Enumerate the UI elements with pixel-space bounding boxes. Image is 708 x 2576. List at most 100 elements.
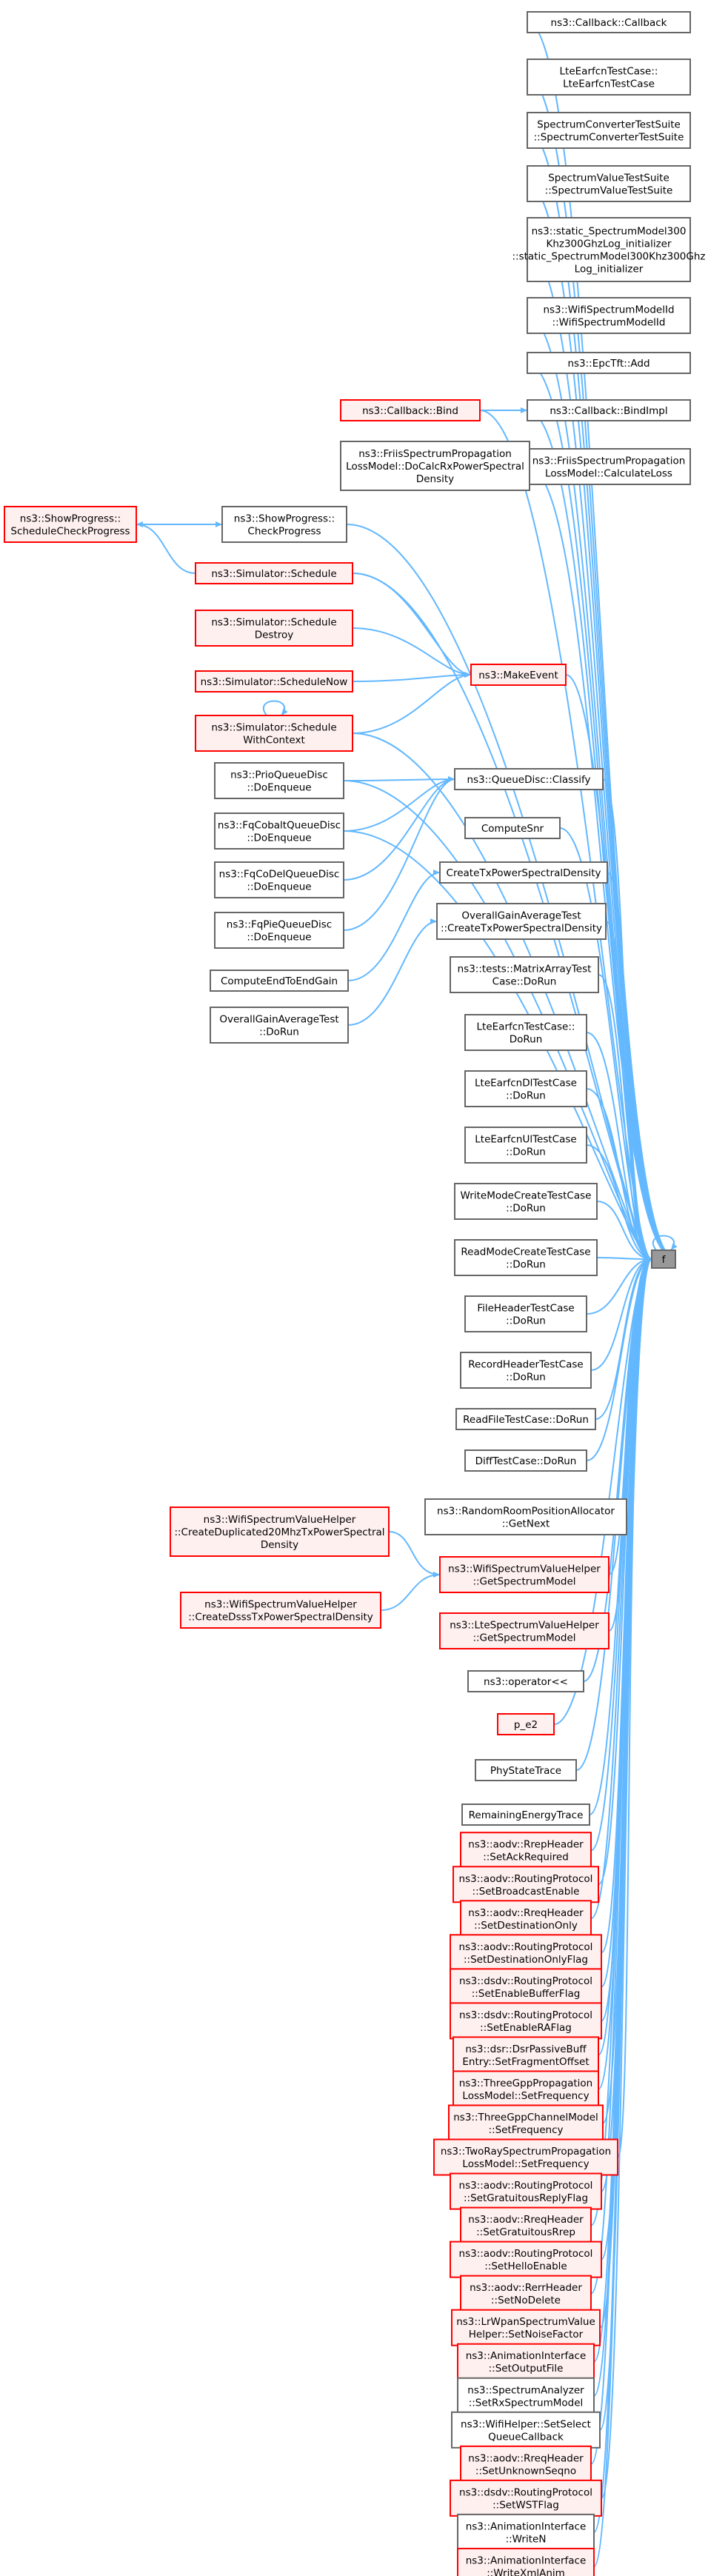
node-static_spec[interactable]: ns3::static_SpectrumModel300Khz300GhzLog… [512, 217, 706, 282]
node-aodv_rp_bcast[interactable]: ns3::aodv::RoutingProtocol::SetBroadcast… [452, 1866, 599, 1903]
node-difftest[interactable]: DiffTestCase::DoRun [464, 1449, 587, 1472]
node-box [4, 506, 137, 543]
node-friis_calc[interactable]: ns3::FriisSpectrumPropagationLossModel::… [527, 448, 691, 485]
node-randomroom[interactable]: ns3::RandomRoomPositionAllocator::GetNex… [424, 1498, 627, 1535]
node-label-line: ::DoRun [506, 1090, 546, 1102]
node-fqcobalt_deq[interactable]: ns3::FqCobaltQueueDisc::DoEnqueue [214, 812, 344, 850]
node-aodv_rp_grat[interactable]: ns3::aodv::RoutingProtocol::SetGratuitou… [450, 2172, 602, 2210]
node-label-line: ::DoRun [506, 1259, 546, 1271]
node-fqcodel_deq[interactable]: ns3::FqCoDelQueueDisc::DoEnqueue [214, 861, 344, 898]
node-qdisc_classify[interactable]: ns3::QueueDisc::Classify [454, 768, 604, 790]
node-wsvh_dsss[interactable]: ns3::WifiSpectrumValueHelper::CreateDsss… [180, 1592, 381, 1629]
node-ogat_dorun[interactable]: OverallGainAverageTest::DoRun [210, 1007, 349, 1044]
node-threegpp_chan[interactable]: ns3::ThreeGppChannelModel::SetFrequency [448, 2104, 604, 2142]
node-label-line: ns3::ShowProgress:: [234, 513, 335, 525]
edge-sim_destroy-to-makeevent [352, 627, 472, 678]
node-label-line: ns3::RandomRoomPositionAllocator [437, 1506, 615, 1518]
node-ltesvh_getspec[interactable]: ns3::LteSpectrumValueHelper::GetSpectrum… [439, 1612, 610, 1649]
node-show_check[interactable]: ns3::ShowProgress::CheckProgress [221, 506, 347, 543]
node-label-line: ns3::static_SpectrumModel300 [532, 226, 687, 238]
node-dsr_frag[interactable]: ns3::dsr::DsrPassiveBuffEntry::SetFragme… [452, 2036, 599, 2074]
node-aodv_rp_hello[interactable]: ns3::aodv::RoutingProtocol::SetHelloEnab… [450, 2240, 602, 2278]
node-aodv_rreq_dest[interactable]: ns3::aodv::RreqHeader::SetDestinationOnl… [460, 1900, 592, 1938]
node-readmode[interactable]: ReadModeCreateTestCase::DoRun [454, 1239, 598, 1276]
node-anim_xml[interactable]: ns3::AnimationInterface::WriteXmlAnim [457, 2547, 595, 2576]
node-box [527, 59, 691, 96]
node-epctft_add[interactable]: ns3::EpcTft::Add [527, 352, 691, 374]
node-dsdv_ra[interactable]: ns3::dsdv::RoutingProtocol::SetEnableRAF… [450, 2002, 602, 2040]
node-prio_deq[interactable]: ns3::PrioQueueDisc::DoEnqueue [214, 762, 344, 799]
node-label-line: ns3::Callback::Bind [362, 405, 458, 417]
node-box [497, 1713, 555, 1735]
node-anim_output[interactable]: ns3::AnimationInterface::SetOutputFile [457, 2343, 595, 2380]
node-phystate[interactable]: PhyStateTrace [475, 1759, 577, 1781]
node-p_e2[interactable]: p_e2 [497, 1713, 555, 1735]
node-dsdv_wst[interactable]: ns3::dsdv::RoutingProtocol::SetWSTFlag [450, 2479, 602, 2517]
node-box [464, 1127, 587, 1164]
node-box [448, 2104, 604, 2142]
node-fileheader[interactable]: FileHeaderTestCase::DoRun [464, 1295, 587, 1332]
node-lteearfcnul_dorun[interactable]: LteEarfcnUlTestCase::DoRun [464, 1127, 587, 1164]
node-remenergy[interactable]: RemainingEnergyTrace [461, 1803, 590, 1826]
node-box [450, 956, 599, 993]
node-friis_docalc[interactable]: ns3::FriisSpectrumPropagationLossModel::… [340, 441, 530, 491]
node-aodv_rreq_grat[interactable]: ns3::aodv::RreqHeader::SetGratuitousRrep [460, 2206, 592, 2244]
node-sim_schedule[interactable]: ns3::Simulator::Schedule [195, 562, 353, 584]
node-cb_callback[interactable]: ns3::Callback::Callback [527, 11, 691, 33]
node-fqpie_deq[interactable]: ns3::FqPieQueueDisc::DoEnqueue [214, 912, 344, 949]
node-specconv_ts[interactable]: SpectrumConverterTestSuite::SpectrumConv… [527, 112, 691, 149]
node-ogat_createtx[interactable]: OverallGainAverageTest::CreateTxPowerSpe… [436, 903, 607, 940]
node-operator_ll[interactable]: ns3::operator<< [467, 1670, 584, 1692]
node-writemode[interactable]: WriteModeCreateTestCase::DoRun [454, 1183, 598, 1220]
node-compute_e2e[interactable]: ComputeEndToEndGain [210, 970, 349, 992]
node-box [439, 1556, 610, 1593]
node-spec_analyzer[interactable]: ns3::SpectrumAnalyzer::SetRxSpectrumMode… [457, 2377, 595, 2415]
node-f[interactable]: f [651, 1249, 676, 1269]
node-lrwpan[interactable]: ns3::LrWpanSpectrumValueHelper::SetNoise… [451, 2309, 601, 2346]
node-box [457, 2343, 595, 2380]
node-specval_ts[interactable]: SpectrumValueTestSuite::SpectrumValueTes… [527, 165, 691, 202]
node-label-line: ns3::aodv::RoutingProtocol [459, 2180, 593, 2192]
node-box [210, 970, 349, 992]
node-label-line: ::SetBroadcastEnable [472, 1886, 580, 1898]
node-aodv_rerr[interactable]: ns3::aodv::RerrHeader::SetNoDelete [460, 2275, 592, 2312]
node-label-line: LossModel::SetFrequency [462, 2090, 589, 2102]
node-show_sched[interactable]: ns3::ShowProgress::ScheduleCheckProgress [4, 506, 137, 543]
node-label-line: Log_initializer [575, 264, 644, 276]
node-tworay[interactable]: ns3::TwoRaySpectrumPropagationLossModel:… [433, 2138, 618, 2176]
node-wsvh_dup20[interactable]: ns3::WifiSpectrumValueHelper::CreateDupl… [170, 1506, 390, 1557]
node-aodv_rrep_ack[interactable]: ns3::aodv::RrepHeader::SetAckRequired [460, 1832, 592, 1869]
node-lteearfcn_dorun[interactable]: LteEarfcnTestCase::DoRun [464, 1014, 587, 1051]
node-wifi_specid[interactable]: ns3::WifiSpectrumModelId::WifiSpectrumMo… [527, 297, 691, 334]
node-aodv_rp_destflag[interactable]: ns3::aodv::RoutingProtocol::SetDestinati… [450, 1934, 602, 1972]
node-box [460, 2275, 592, 2312]
node-label-line: LteEarfcnTestCase:: [477, 1021, 575, 1033]
node-cb_bind[interactable]: ns3::Callback::Bind [340, 399, 481, 421]
node-anim_writen[interactable]: ns3::AnimationInterface::WriteN [457, 2513, 595, 2551]
node-lteearfcn_tc[interactable]: LteEarfcnTestCase::LteEarfcnTestCase [527, 59, 691, 96]
node-box [464, 1014, 587, 1051]
node-readfile[interactable]: ReadFileTestCase::DoRun [455, 1408, 596, 1430]
node-dsdv_buffer[interactable]: ns3::dsdv::RoutingProtocol::SetEnableBuf… [450, 1968, 602, 2006]
node-createtx[interactable]: CreateTxPowerSpectralDensity [439, 861, 608, 884]
node-label-line: ::WifiSpectrumModelId [552, 317, 666, 329]
node-label-line: ns3::ThreeGppChannelModel [453, 2112, 598, 2123]
node-cb_bindimpl[interactable]: ns3::Callback::BindImpl [527, 399, 691, 421]
edge-recordheader-to-f [590, 1256, 652, 1371]
node-label-line: p_e2 [514, 1719, 538, 1731]
node-label-line: ns3::aodv::RreqHeader [468, 1907, 584, 1919]
node-computesnr[interactable]: ComputeSnr [464, 817, 561, 839]
node-lteearfcndl_dorun[interactable]: LteEarfcnDlTestCase::DoRun [464, 1070, 587, 1107]
node-wsvh_getspec[interactable]: ns3::WifiSpectrumValueHelper::GetSpectru… [439, 1556, 610, 1593]
node-recordheader[interactable]: RecordHeaderTestCase::DoRun [460, 1352, 592, 1389]
node-aodv_rreq_unk[interactable]: ns3::aodv::RreqHeader::SetUnknownSeqno [460, 2445, 592, 2483]
node-box [195, 670, 353, 693]
node-makeevent[interactable]: ns3::MakeEvent [470, 664, 567, 686]
node-threegpp_prop[interactable]: ns3::ThreeGppPropagationLossModel::SetFr… [452, 2070, 599, 2108]
node-sim_now[interactable]: ns3::Simulator::ScheduleNow [195, 670, 353, 693]
edge-qdisc_classify-to-f [602, 778, 652, 1262]
